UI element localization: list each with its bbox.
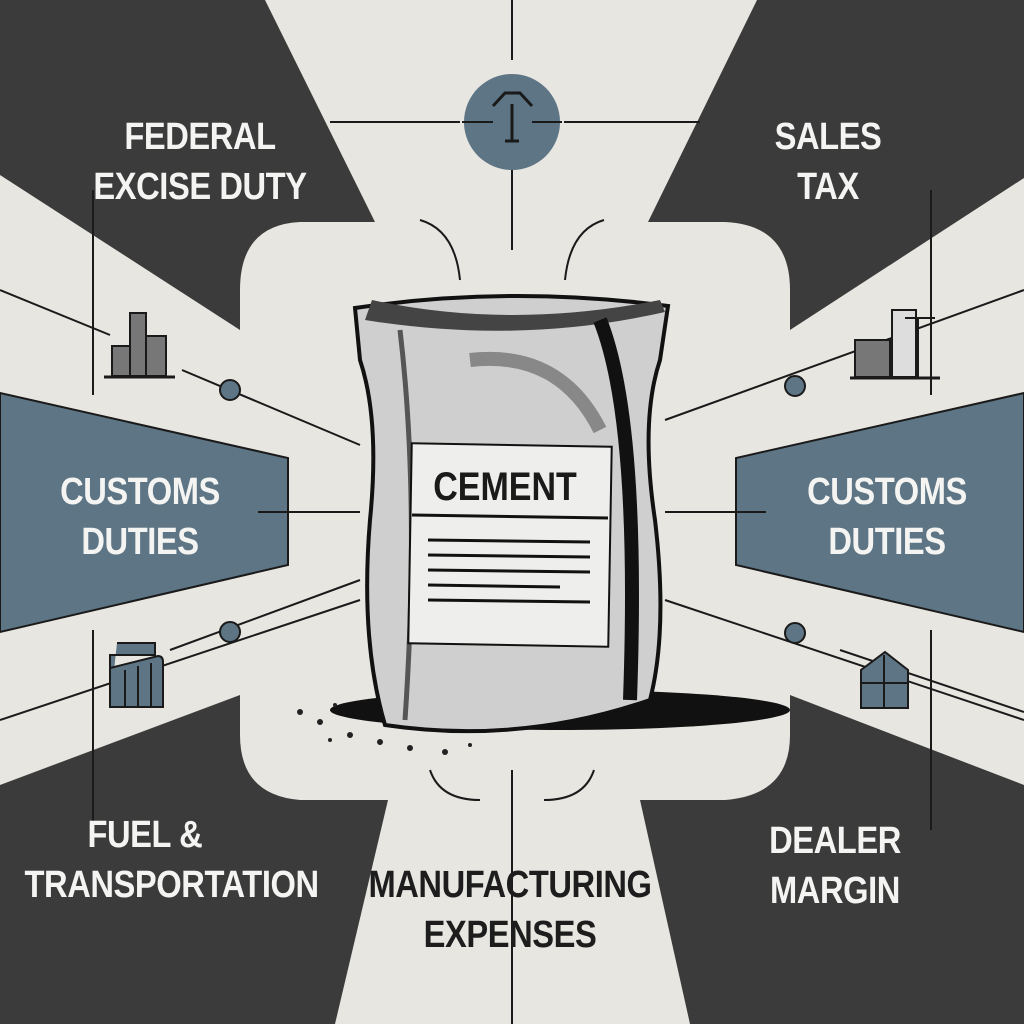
label-line: FUEL & xyxy=(87,814,203,856)
label-line: TRANSPORTATION xyxy=(24,864,320,906)
panel-mid-right xyxy=(735,391,1024,634)
label-line: FEDERAL xyxy=(124,116,276,158)
panel-bottom-left xyxy=(0,695,388,1024)
label-line: DEALER xyxy=(769,820,901,862)
label-line: TAX xyxy=(797,166,859,208)
label-line: MARGIN xyxy=(770,870,900,912)
label-dealer-margin: DEALER MARGIN xyxy=(749,816,921,916)
label-sales-tax: SALES TAX xyxy=(742,112,914,212)
label-line: MANUFACTURING xyxy=(368,864,652,906)
label-fuel-transportation: FUEL & TRANSPORTATION xyxy=(25,810,326,910)
label-line: SALES xyxy=(774,116,882,158)
node-dot xyxy=(219,621,241,643)
label-line: EXCISE DUTY xyxy=(93,166,307,208)
panel-top-right xyxy=(648,0,1024,330)
label-customs-duties-left: CUSTOMS DUTIES xyxy=(45,467,234,567)
panel-mid-left xyxy=(0,391,289,634)
node-dot xyxy=(784,375,806,397)
node-dot xyxy=(219,379,241,401)
label-line: DUTIES xyxy=(828,521,946,563)
factory-icon xyxy=(109,642,164,708)
node-dot xyxy=(784,622,806,644)
label-manufacturing-expenses: MANUFACTURING EXPENSES xyxy=(368,860,652,960)
panel-top-left xyxy=(0,0,375,330)
label-line: DUTIES xyxy=(81,521,199,563)
bag-product-label: CEMENT xyxy=(433,465,577,509)
building-blocks-icon xyxy=(104,312,175,379)
warehouse-icon xyxy=(860,650,909,709)
label-line: EXPENSES xyxy=(423,914,597,956)
label-customs-duties-right: CUSTOMS DUTIES xyxy=(792,467,981,567)
label-federal-excise-duty: FEDERAL EXCISE DUTY xyxy=(80,112,321,212)
label-line: CUSTOMS xyxy=(60,471,220,513)
shelf-icon xyxy=(850,309,940,380)
panel-bottom-right xyxy=(640,695,1024,1024)
label-line: CUSTOMS xyxy=(807,471,967,513)
tax-symbol-icon xyxy=(462,74,562,170)
cement-bag-illustration xyxy=(297,294,790,755)
